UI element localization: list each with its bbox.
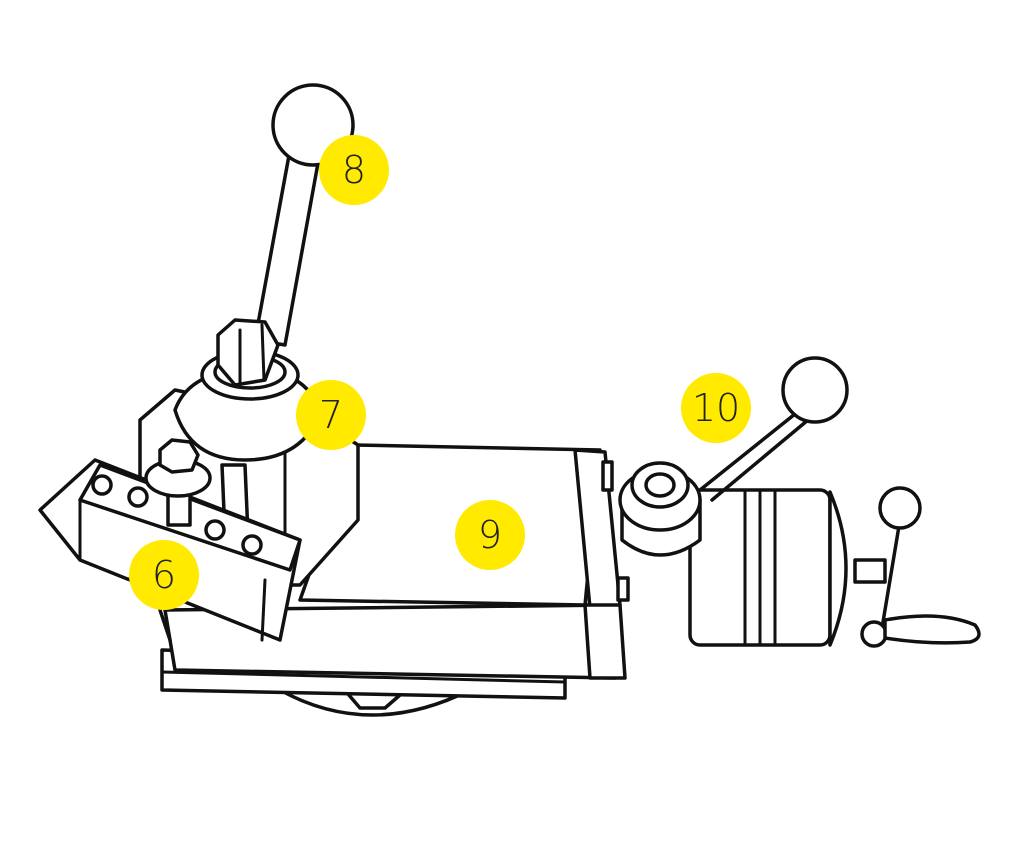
leadscrew-assembly bbox=[618, 356, 981, 648]
cross-slide-body bbox=[298, 443, 630, 680]
callout-6: 6 bbox=[129, 540, 199, 610]
callout-7: 7 bbox=[296, 380, 366, 450]
callout-10: 10 bbox=[681, 373, 751, 443]
callout-9: 9 bbox=[455, 500, 525, 570]
toolpost bbox=[138, 83, 360, 587]
callout-8: 8 bbox=[319, 135, 389, 205]
